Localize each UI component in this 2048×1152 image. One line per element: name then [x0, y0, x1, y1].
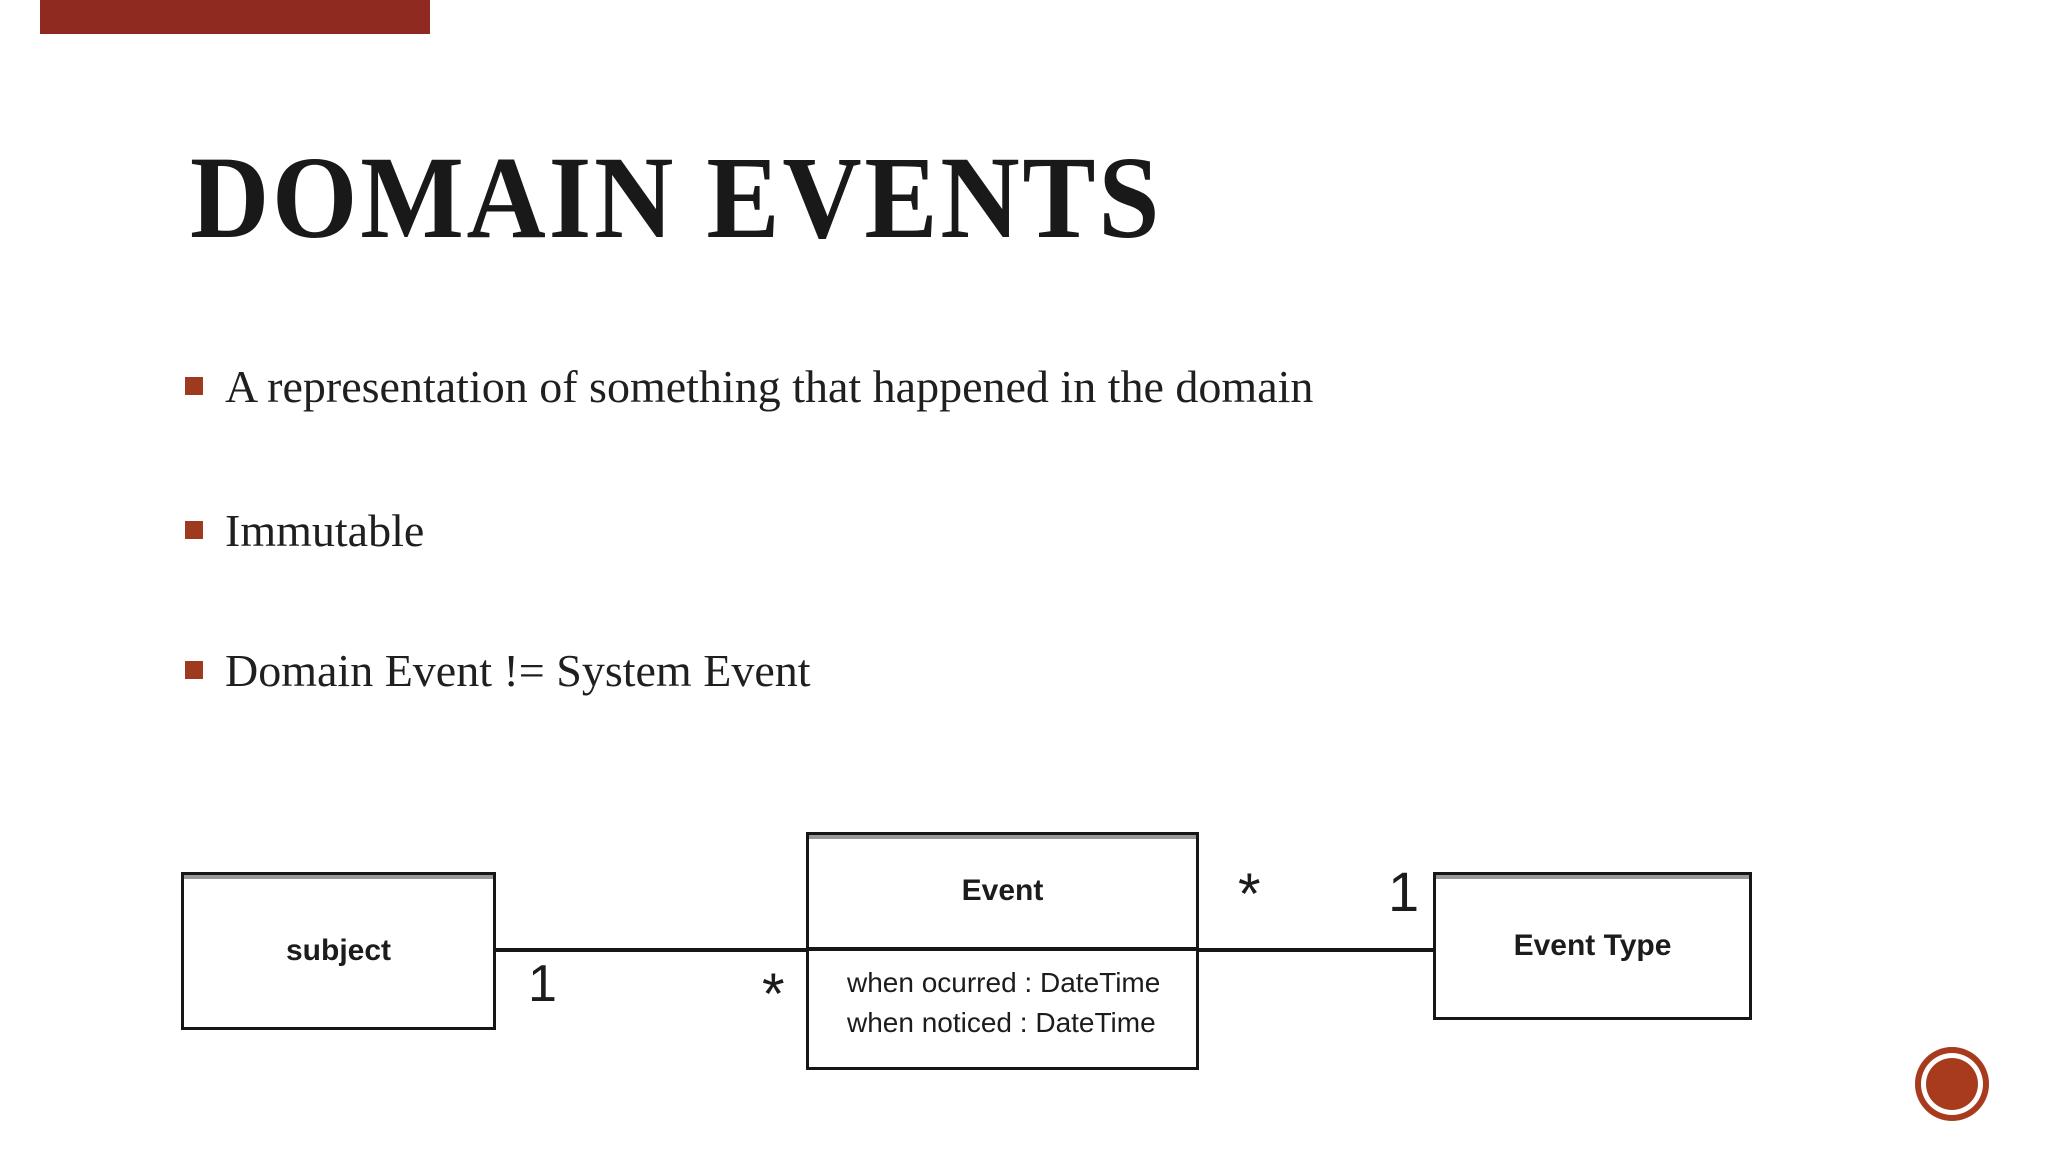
class-name: Event Type [1513, 929, 1672, 962]
uml-class-event-type: Event Type [1433, 872, 1752, 1020]
corner-circle-decoration [1915, 1047, 1989, 1121]
uml-class-event: Event when ocurred : DateTime when notic… [806, 832, 1199, 1070]
multiplicity-label-event-type: 1 [1388, 860, 1420, 923]
bullet-square-icon [185, 661, 203, 679]
bullet-item: Domain Event != System Event [185, 646, 811, 696]
slide-title: DOMAIN EVENTS [190, 132, 1163, 263]
class-attribute: when noticed : DateTime [847, 1007, 1156, 1038]
top-accent-bar [40, 0, 430, 34]
class-attribute: when ocurred : DateTime [847, 967, 1161, 998]
bullet-text: A representation of something that happe… [225, 361, 1314, 412]
uml-class-subject: subject [181, 872, 496, 1030]
class-compartment-divider [809, 947, 1196, 951]
bullet-item: A representation of something that happe… [185, 362, 1313, 412]
multiplicity-label-event-right: * [1238, 862, 1261, 927]
class-attributes: when ocurred : DateTime when noticed : D… [847, 963, 1186, 1043]
bullet-item: Immutable [185, 506, 424, 556]
class-name: subject [285, 934, 392, 967]
class-name: Event [961, 874, 1044, 907]
bullet-square-icon [185, 377, 203, 395]
bullet-text: Immutable [225, 505, 425, 556]
multiplicity-label-subject: 1 [528, 955, 557, 1013]
bullet-text: Domain Event != System Event [225, 645, 811, 696]
multiplicity-label-event-left: * [762, 962, 785, 1027]
bullet-square-icon [185, 521, 203, 539]
